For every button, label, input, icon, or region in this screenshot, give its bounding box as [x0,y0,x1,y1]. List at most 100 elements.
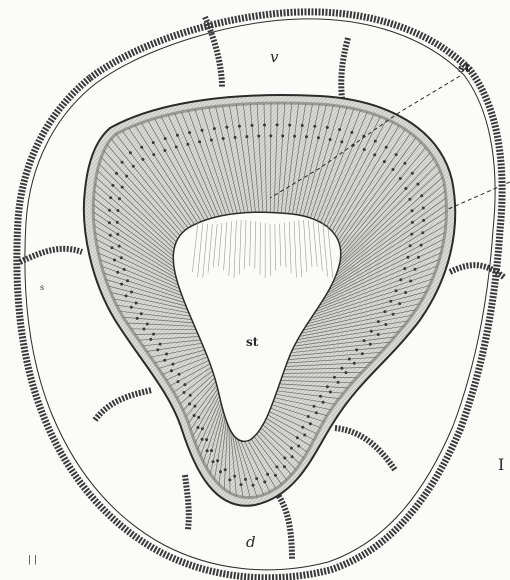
cell-nucleus [414,268,417,271]
cell-nucleus [222,137,225,140]
cell-nucleus [333,376,336,379]
cell-nucleus [201,427,204,430]
cell-nucleus [266,473,269,476]
cell-nucleus [374,140,377,143]
cell-nucleus [392,313,395,316]
cell-nucleus [233,475,236,478]
cell-nucleus [276,123,279,126]
cell-nucleus [197,416,200,419]
cell-nucleus [120,283,123,286]
cell-nucleus [370,330,373,333]
cell-nucleus [165,353,168,356]
cell-nucleus [411,172,414,175]
cell-nucleus [392,168,395,171]
cell-nucleus [216,459,219,462]
cell-nucleus [183,383,186,386]
cell-nucleus [149,338,152,341]
cell-nucleus [313,405,316,408]
cell-nucleus [183,391,186,394]
cell-nucleus [178,373,181,376]
cell-nucleus [326,385,329,388]
cell-nucleus [350,131,353,134]
cell-nucleus [377,320,380,323]
cell-nucleus [329,138,332,141]
cell-nucleus [399,177,402,180]
cell-nucleus [255,477,258,480]
cell-nucleus [385,146,388,149]
cell-nucleus [193,414,196,417]
cell-nucleus [115,172,118,175]
cell-nucleus [361,352,364,355]
cell-nucleus [422,207,425,210]
cell-nucleus [142,328,145,331]
cell-nucleus [245,135,248,138]
cell-nucleus [383,310,386,313]
cell-nucleus [130,306,133,309]
cell-nucleus [307,415,310,418]
cell-nucleus [296,436,299,439]
cell-nucleus [234,136,237,139]
label-stomach-pointer: st [458,61,471,75]
cell-nucleus [252,484,255,487]
cell-nucleus [283,457,286,460]
cell-nucleus [383,160,386,163]
cell-nucleus [171,363,174,366]
cell-nucleus [420,244,423,247]
cell-nucleus [193,405,196,408]
cell-nucleus [152,333,155,336]
cell-nucleus [206,449,209,452]
cell-nucleus [421,231,424,234]
label-stomach-cavity: st [246,335,259,349]
cell-nucleus [384,323,387,326]
cell-nucleus [340,140,343,143]
cell-nucleus [395,153,398,156]
cell-nucleus [416,183,419,186]
cell-nucleus [121,186,124,189]
cell-nucleus [120,256,123,259]
cell-nucleus [113,259,116,262]
cell-nucleus [340,367,343,370]
cell-nucleus [125,175,128,178]
cell-nucleus [240,483,243,486]
cell-nucleus [408,198,411,201]
cell-nucleus [152,141,155,144]
cell-nucleus [140,312,143,315]
cell-nucleus [123,268,126,271]
cell-nucleus [130,291,133,294]
cell-nucleus [303,434,306,437]
cell-nucleus [163,149,166,152]
cell-nucleus [422,219,425,222]
cell-nucleus [355,348,358,351]
cell-nucleus [319,395,322,398]
cell-nucleus [329,391,332,394]
label-dorsal-segment: d [246,533,256,551]
cell-nucleus [129,151,132,154]
cell-nucleus [389,300,392,303]
cell-nucleus [116,209,119,212]
label-left-segment: s [40,283,44,292]
cell-nucleus [345,371,348,374]
cell-nucleus [404,291,407,294]
label-ventral-segment: v [270,48,279,66]
cell-nucleus [269,134,272,137]
cell-nucleus [290,447,293,450]
cell-nucleus [210,449,213,452]
cell-nucleus [283,465,286,468]
cell-nucleus [152,153,155,156]
cell-nucleus [301,124,304,127]
cell-nucleus [309,422,312,425]
cell-nucleus [395,289,398,292]
cell-nucleus [373,153,376,156]
cell-nucleus [118,197,121,200]
cell-nucleus [118,245,121,248]
cell-nucleus [244,478,247,481]
cell-nucleus [257,135,260,138]
cell-nucleus [288,124,291,127]
cell-nucleus [109,196,112,199]
cell-nucleus [274,474,277,477]
cell-nucleus [224,468,227,471]
cell-nucleus [238,125,241,128]
cell-nucleus [141,158,144,161]
